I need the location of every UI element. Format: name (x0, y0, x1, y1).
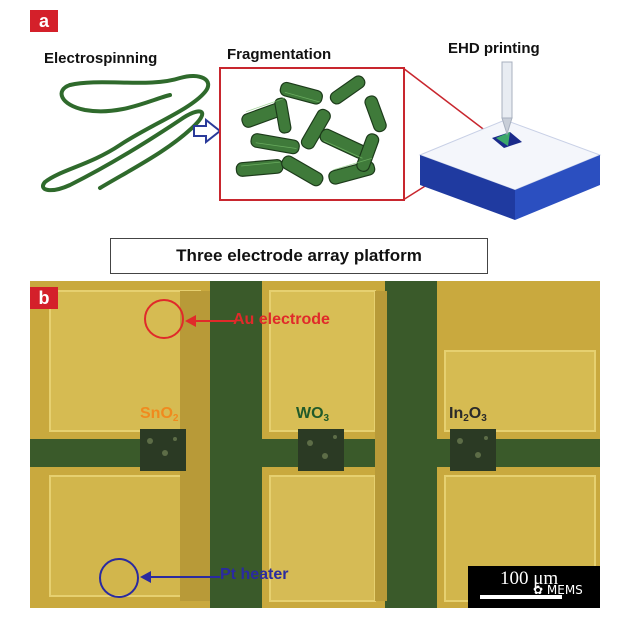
sno2-label: SnO2 (140, 405, 179, 424)
panel-b-badge: b (30, 287, 58, 309)
pt-heater-marker (99, 558, 139, 598)
au-electrode-label: Au electrode (233, 311, 330, 328)
scale-bar-label: 100 μm (500, 568, 559, 589)
process-arrow-icon (193, 118, 222, 144)
ehd-printing-substrate-illustration (418, 61, 602, 220)
scale-bar-box: 100 μm (468, 566, 600, 608)
platform-title: Three electrode array platform (110, 238, 488, 274)
sensing-spots (140, 429, 496, 471)
scale-bar (480, 595, 562, 599)
au-electrode-marker (144, 299, 184, 339)
pt-heater-label: Pt heater (220, 566, 289, 583)
watermark: ✿ MEMS (533, 583, 583, 597)
electrospinning-label: Electrospinning (44, 50, 158, 67)
panel-a-badge: a (30, 10, 58, 32)
wo3-label: WO3 (296, 405, 330, 424)
fragmentation-box (219, 67, 405, 201)
wechat-icon: ✿ (533, 583, 544, 597)
in2o3-label: In2O3 (449, 405, 487, 424)
fragmentation-label: Fragmentation (227, 46, 332, 63)
electrospun-fiber-illustration (41, 73, 211, 193)
optical-micrograph: Au electrode Pt heater SnO2 WO3 In2O3 10… (30, 281, 600, 608)
fragmented-tubes-illustration (235, 75, 387, 187)
electrode-array-micrograph (30, 281, 600, 608)
ehd-printing-label: EHD printing (448, 40, 540, 57)
